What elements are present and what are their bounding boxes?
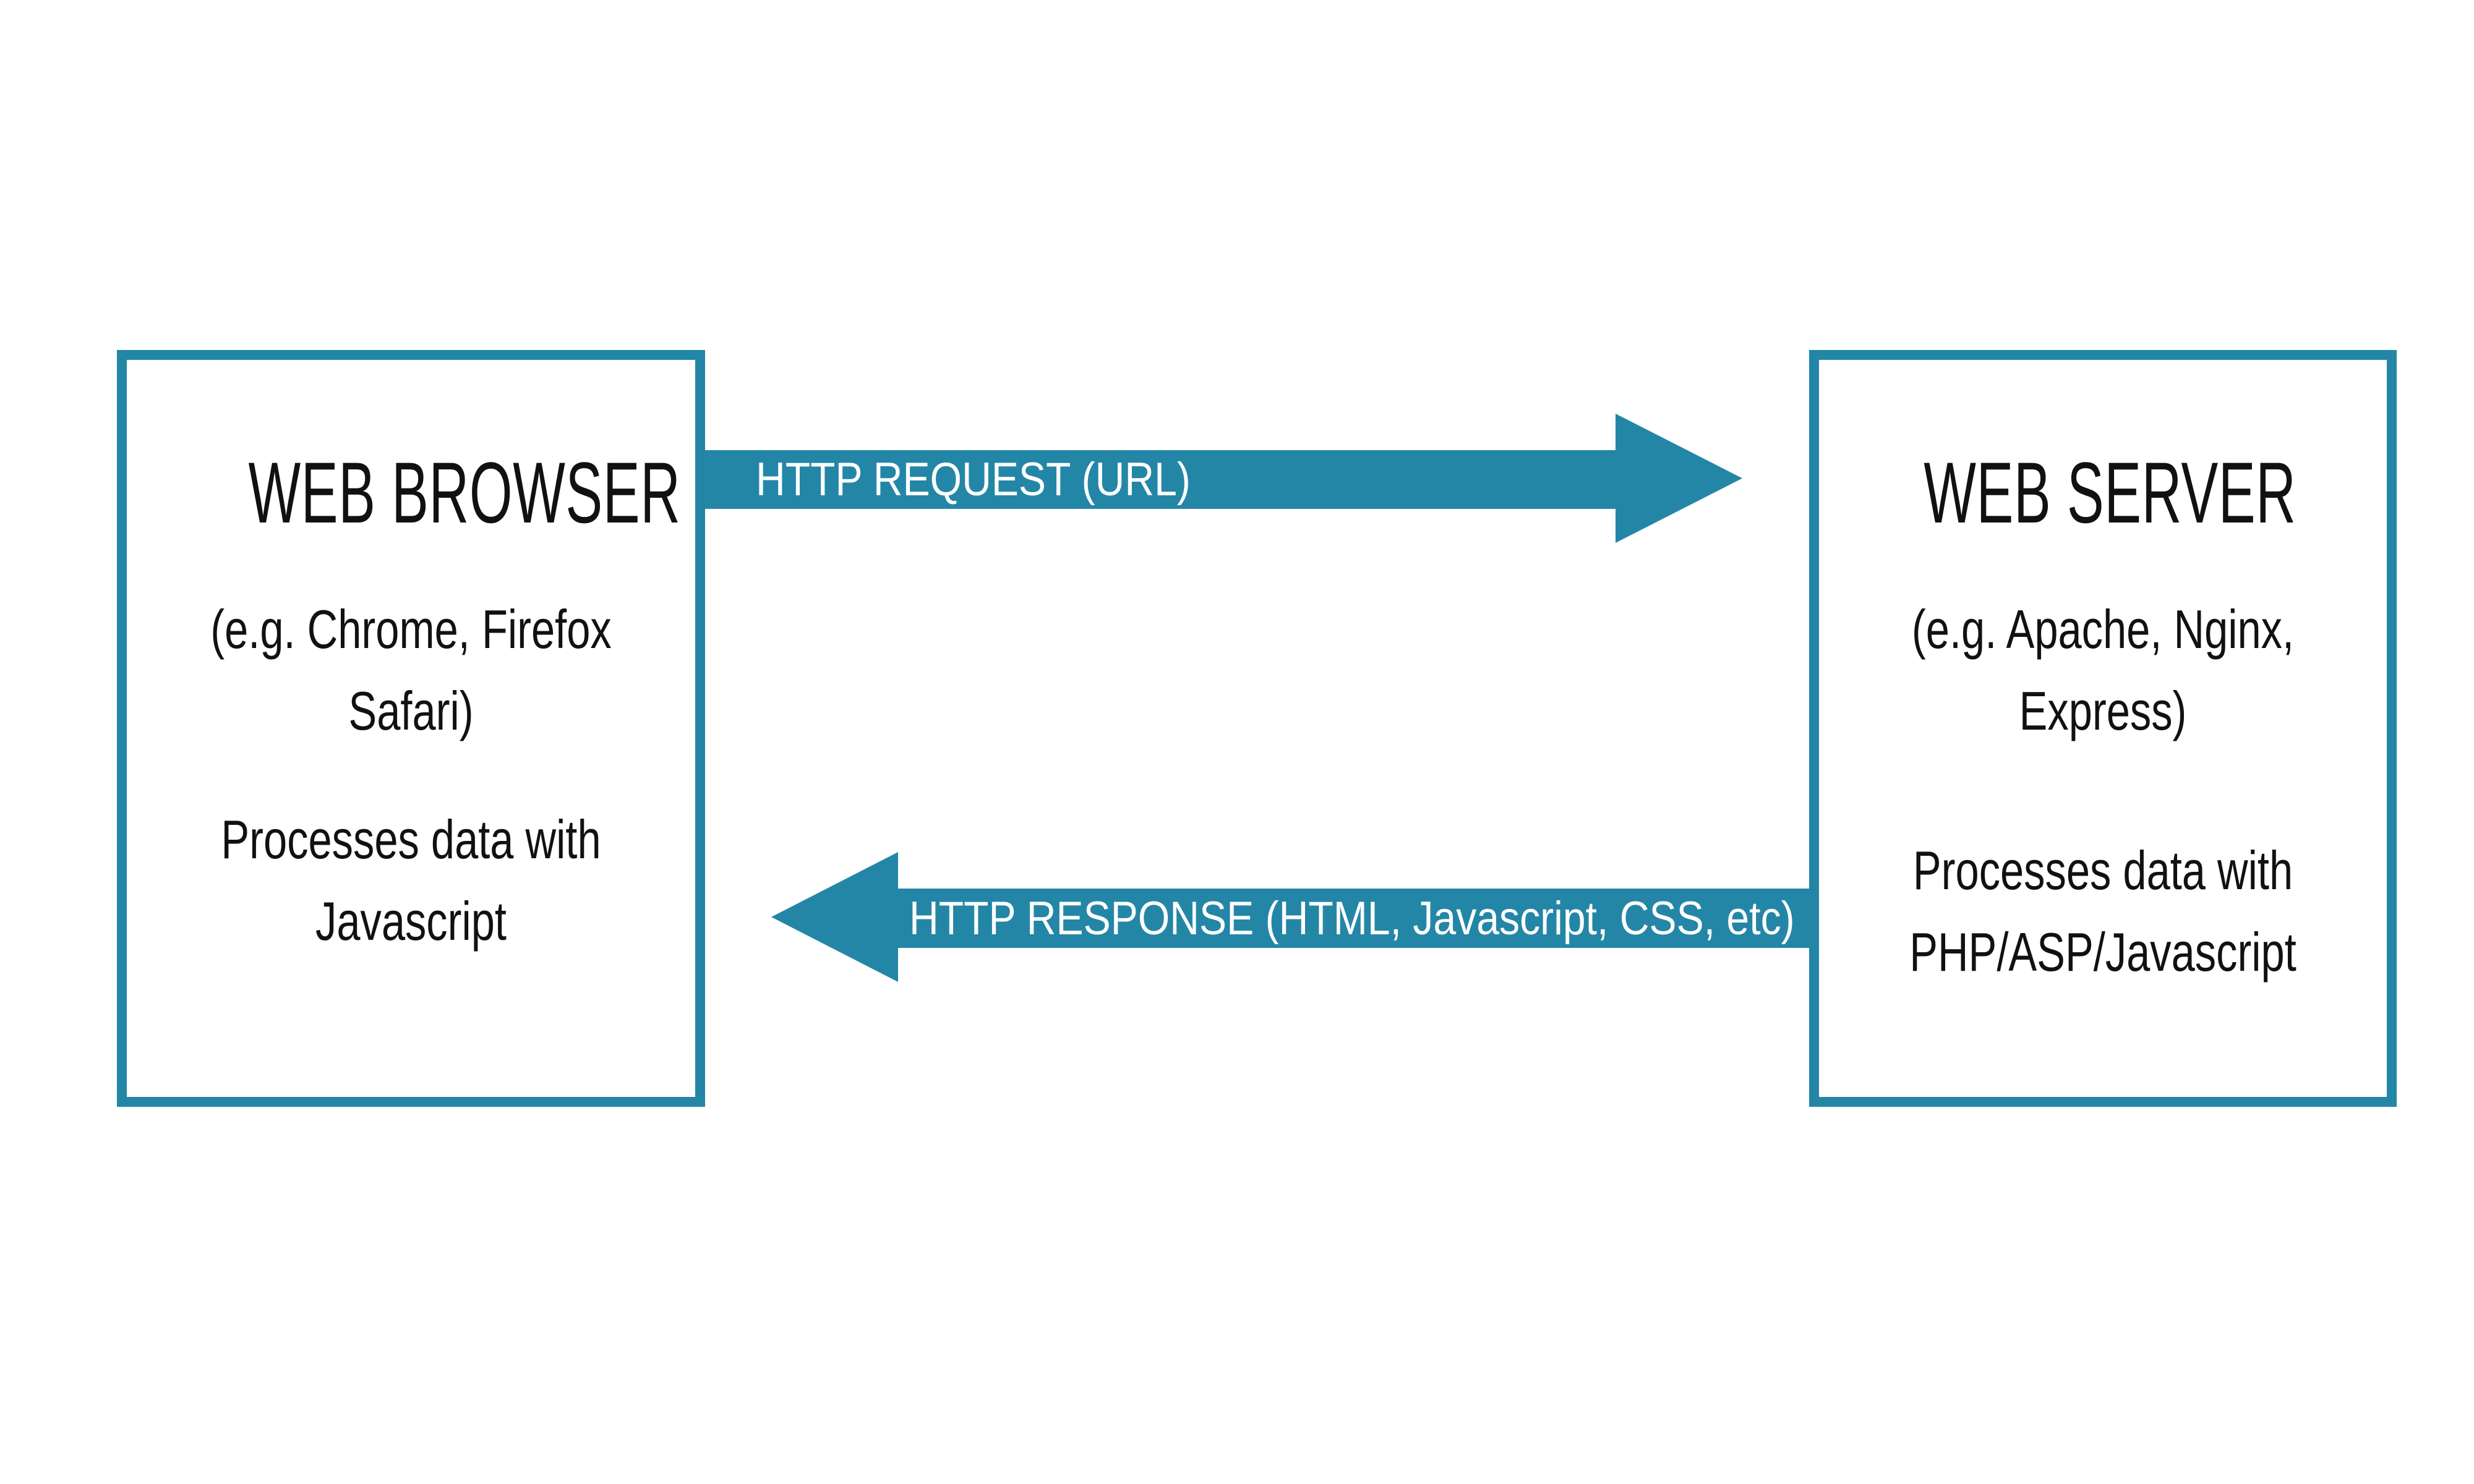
web-browser-description-line2: Javascript xyxy=(315,890,507,952)
web-server-description-line2: PHP/ASP/Javascript xyxy=(1909,921,2296,983)
web-server-box: WEB SERVER (e.g. Apache, Nginx, Express)… xyxy=(1809,350,2397,1107)
web-browser-examples-line2: Safari) xyxy=(348,680,474,741)
web-browser-title-text: WEB BROWSER xyxy=(248,444,681,541)
web-browser-box: WEB BROWSER (e.g. Chrome, Firefox Safari… xyxy=(117,350,705,1107)
web-browser-title: WEB BROWSER xyxy=(127,446,695,539)
web-server-examples-line2: Express) xyxy=(2019,680,2187,741)
web-server-title: WEB SERVER xyxy=(1819,446,2387,539)
web-server-title-text: WEB SERVER xyxy=(1924,444,2296,541)
web-browser-examples-line1: (e.g. Chrome, Firefox xyxy=(210,599,612,660)
arrowhead-left-icon xyxy=(771,852,898,982)
http-request-arrow: HTTP REQUEST (URL) xyxy=(705,450,1616,509)
web-server-examples-line1: (e.g. Apache, Nginx, xyxy=(1911,599,2295,660)
web-server-description: Processes data with PHP/ASP/Javascript xyxy=(1881,830,2324,993)
http-request-label: HTTP REQUEST (URL) xyxy=(756,453,1191,506)
web-browser-examples: (e.g. Chrome, Firefox Safari) xyxy=(189,589,633,752)
http-response-label: HTTP RESPONSE (HTML, Javascript, CSS, et… xyxy=(909,892,1795,945)
arrowhead-right-icon xyxy=(1616,414,1742,543)
web-server-examples: (e.g. Apache, Nginx, Express) xyxy=(1881,589,2324,752)
web-browser-description-line1: Processes data with xyxy=(221,809,601,870)
web-browser-description: Processes data with Javascript xyxy=(189,799,633,962)
web-server-description-line1: Processes data with xyxy=(1912,840,2293,901)
http-response-arrow: HTTP RESPONSE (HTML, Javascript, CSS, et… xyxy=(898,889,1810,948)
